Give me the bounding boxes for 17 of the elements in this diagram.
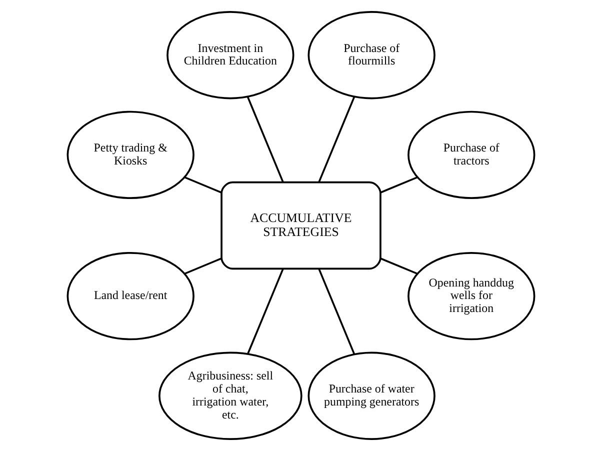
node-ellipse: Agribusiness: sell of chat, irrigation water, etc. [158,352,302,440]
node-ellipse: Petty trading & Kiosks [66,110,194,200]
node-ellipse: Investment in Children Education [166,11,294,100]
connector [184,258,222,275]
node-ellipse: Opening handdug wells for irrigation [407,252,535,340]
node-ellipse: Land lease/rent [66,252,194,340]
connector [380,258,418,275]
connector [318,96,355,182]
connector [246,268,284,354]
node-ellipse: Purchase of water pumping generators [307,352,435,440]
connector [318,268,355,355]
node-ellipse: Purchase of flourmills [307,11,435,100]
connector [380,176,418,194]
connector [184,176,222,194]
connector [246,96,284,182]
node-box: ACCUMULATIVE STRATEGIES [220,181,381,270]
node-ellipse: Purchase of tractors [407,110,535,200]
